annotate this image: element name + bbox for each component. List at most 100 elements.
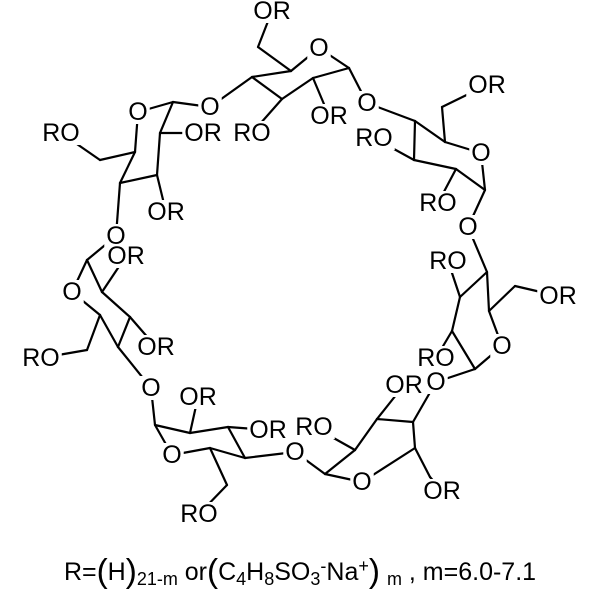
label-background: [247, 418, 289, 442]
glycosidic-oxygen-label: O: [285, 438, 304, 466]
ro-substituent-label: RO: [355, 124, 393, 152]
ring-oxygen-label: O: [62, 278, 81, 306]
bond: [311, 66, 351, 80]
bond: [155, 131, 162, 177]
ro-substituent-label: RO: [180, 500, 218, 528]
label-background: [353, 126, 395, 150]
bond: [375, 417, 415, 424]
label-background: [293, 415, 335, 439]
or-substituent-label: OR: [310, 102, 348, 130]
label-background: [40, 121, 82, 145]
ring-oxygen-label: O: [309, 34, 328, 62]
or-substituent-label: OR: [184, 119, 222, 147]
formula-prefix: R=: [63, 558, 97, 586]
ring-oxygen-label: O: [352, 468, 371, 496]
or-substituent-label: OR: [385, 371, 423, 399]
c-count-subscript: 4: [236, 569, 247, 590]
label-background: [308, 104, 350, 128]
bond: [98, 150, 137, 162]
label-background: [415, 346, 457, 370]
bond: [256, 45, 293, 73]
label-background: [469, 141, 493, 165]
open-paren: (: [207, 553, 219, 590]
bond: [412, 158, 458, 171]
m-range-text: , m=6.0-7.1: [401, 558, 537, 586]
label-background: [198, 95, 222, 119]
bond: [153, 423, 192, 435]
or-substituent-label: OR: [253, 0, 291, 25]
glycosidic-oxygen-label: O: [106, 222, 125, 250]
or-substituent-label: OR: [107, 242, 145, 270]
bond: [411, 420, 417, 450]
or-substituent-label: OR: [147, 198, 185, 226]
na-symbol: Na: [326, 558, 359, 586]
or-substituent-label: OR: [137, 333, 175, 361]
bond: [226, 425, 247, 460]
label-backgrounds: [20, 0, 579, 526]
bond: [458, 270, 489, 299]
label-background: [466, 73, 508, 97]
negative-charge: -: [320, 556, 327, 577]
label-background: [104, 224, 128, 248]
atom-labels: OR O OR RO OR O RO RO RO OR O RO OR RO O…: [22, 0, 577, 528]
or-substituent-label: OR: [179, 383, 217, 411]
h-count-subscript: 21-m: [136, 569, 178, 590]
ro-substituent-label: RO: [22, 344, 60, 372]
label-background: [177, 385, 219, 409]
bond: [208, 446, 229, 487]
label-background: [251, 0, 293, 23]
label-background: [417, 191, 459, 215]
close-paren: ): [125, 553, 137, 590]
label-background: [456, 215, 480, 239]
h-symbol: H: [107, 558, 126, 586]
label-background: [355, 91, 379, 115]
m-subscript: m: [386, 569, 402, 590]
bond: [208, 446, 247, 460]
bond: [250, 75, 284, 101]
bond: [98, 313, 120, 349]
label-background: [427, 249, 469, 273]
or-substituent-label: OR: [249, 416, 287, 444]
positive-charge: +: [358, 556, 369, 577]
ring-oxygen-label: O: [162, 441, 181, 469]
glycosidic-oxygen-label: O: [200, 93, 219, 121]
label-background: [182, 121, 224, 145]
label-background: [178, 502, 220, 526]
bond: [100, 290, 132, 319]
bond: [85, 258, 104, 294]
glycosidic-oxygen-label: O: [458, 213, 477, 241]
label-background: [424, 370, 448, 394]
ro-substituent-label: RO: [419, 189, 457, 217]
label-background: [231, 121, 273, 145]
label-background: [350, 470, 374, 494]
bond: [440, 105, 447, 144]
bond: [450, 329, 477, 371]
bond: [353, 417, 379, 452]
label-background: [20, 346, 62, 370]
bond: [85, 313, 102, 352]
label-background: [145, 200, 187, 224]
bond: [118, 150, 137, 185]
bond: [116, 315, 132, 349]
ro-substituent-label: RO: [295, 413, 333, 441]
or-substituent-label: OR: [468, 71, 506, 99]
bond: [412, 119, 417, 162]
label-background: [60, 280, 84, 304]
label-background: [537, 284, 579, 308]
glycosidic-oxygen-label: O: [141, 374, 160, 402]
ro-substituent-label: RO: [233, 119, 271, 147]
bond: [450, 295, 462, 333]
h-symbol: H: [246, 558, 265, 586]
or-substituent-label: OR: [539, 282, 577, 310]
open-paren: (: [96, 553, 108, 590]
bond: [454, 167, 487, 192]
ro-substituent-label: RO: [429, 247, 467, 275]
bond: [487, 284, 517, 313]
label-background: [160, 443, 184, 467]
c-symbol: C: [218, 558, 237, 586]
o-count-subscript: 3: [310, 569, 321, 590]
label-background: [139, 376, 163, 400]
label-background: [283, 440, 307, 464]
label-background: [135, 335, 177, 359]
